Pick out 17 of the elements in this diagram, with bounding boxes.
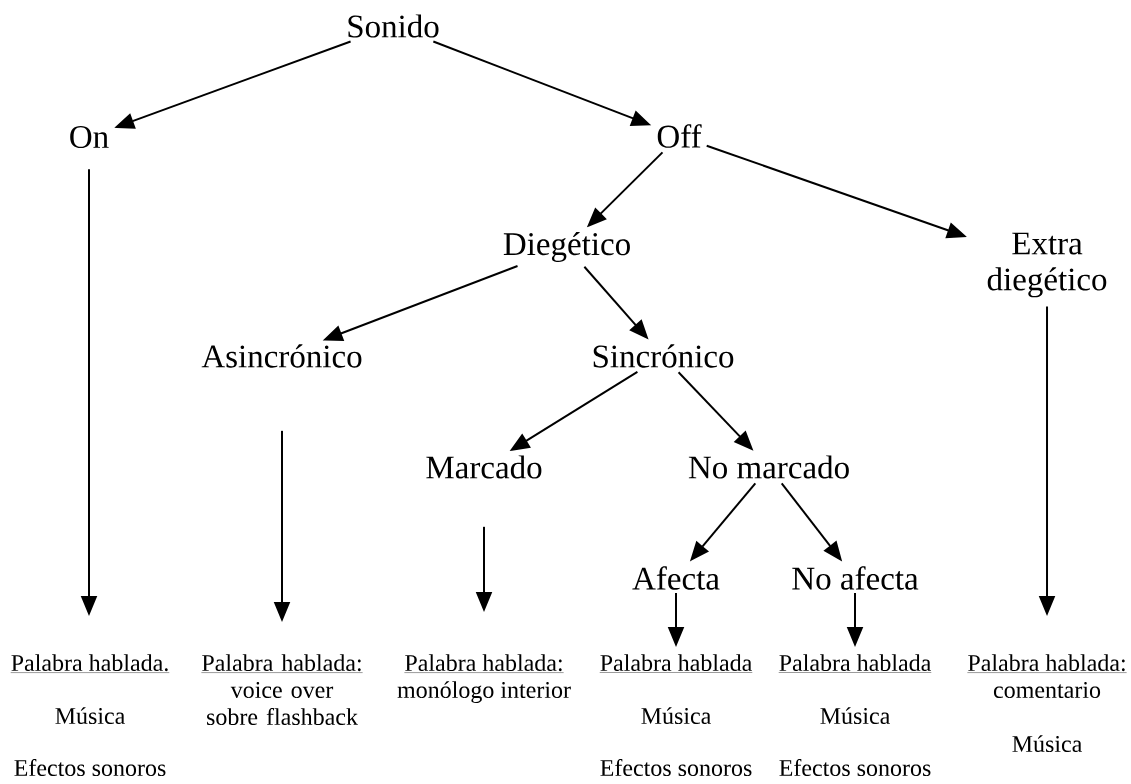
node-label: Asincrónico — [201, 344, 362, 368]
node-label: No afecta — [792, 566, 919, 590]
leaf-text: Palabra hablada: comentario Música — [967, 654, 1127, 753]
leaf-text: Palabra hablada Música Efectos sonoros — [599, 654, 753, 777]
node-label: Marcado — [426, 455, 542, 479]
leaf-text: Palabra hablada: voice over sobre flashback — [201, 654, 363, 726]
node-label: Sincrónico — [593, 344, 734, 368]
node-label: Extra diegético — [987, 232, 1107, 298]
node-label: No marcado — [688, 455, 849, 479]
node-label: Sonido — [348, 14, 439, 38]
leaf-text: Palabra hablada: monólogo interior — [397, 654, 571, 704]
leaf-text: Palabra hablada. Música Efectos sonoros — [10, 654, 170, 777]
node-label: On — [70, 125, 109, 149]
node-label: Diegético — [503, 231, 630, 263]
leaf-text: Palabra hablada Música Efectos sonoros — [778, 654, 932, 777]
node-label: Off — [657, 124, 702, 148]
node-label: Afecta — [632, 566, 720, 590]
